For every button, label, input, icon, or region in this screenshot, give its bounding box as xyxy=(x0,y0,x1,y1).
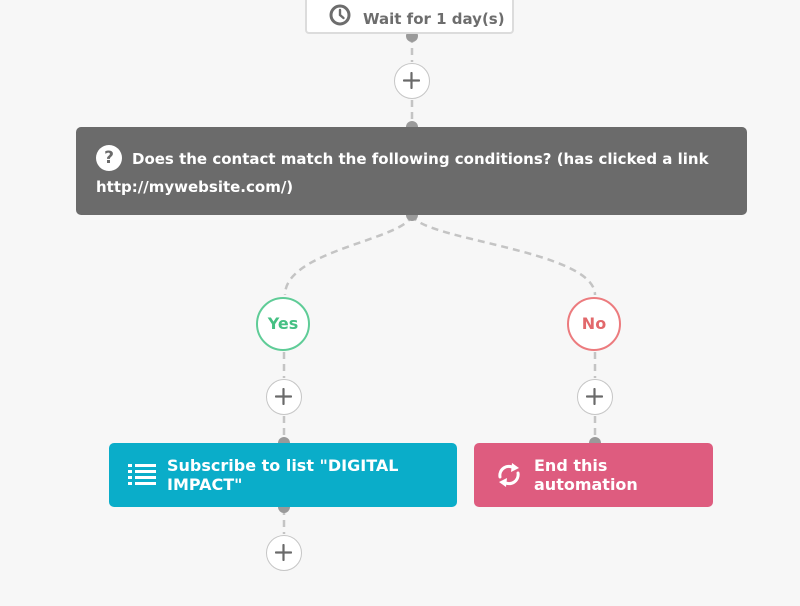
plus-icon xyxy=(275,544,292,561)
end-automation-card[interactable]: End this automation xyxy=(474,443,713,507)
plus-icon xyxy=(275,388,292,405)
branch-no-badge: No xyxy=(567,297,621,351)
add-step-no-button[interactable] xyxy=(577,379,613,415)
wait-step-label: Wait for 1 day(s) xyxy=(363,10,505,28)
condition-step-text: Does the contact match the following con… xyxy=(96,150,709,196)
list-icon xyxy=(128,464,156,485)
plus-icon xyxy=(586,388,603,405)
branch-yes-badge: Yes xyxy=(256,297,310,351)
question-icon: ? xyxy=(96,144,122,171)
add-step-yes-button[interactable] xyxy=(266,379,302,415)
refresh-icon xyxy=(498,463,520,487)
add-step-button[interactable] xyxy=(394,63,430,99)
clock-icon xyxy=(329,4,351,26)
subscribe-action-label: Subscribe to list "DIGITAL IMPACT" xyxy=(167,456,399,494)
subscribe-action-card[interactable]: Subscribe to list "DIGITAL IMPACT" xyxy=(109,443,457,507)
condition-step-card[interactable]: ?Does the contact match the following co… xyxy=(76,127,747,215)
add-step-after-subscribe-button[interactable] xyxy=(266,535,302,571)
plus-icon xyxy=(403,72,420,89)
wait-step-card[interactable]: Wait for 1 day(s) xyxy=(305,0,514,34)
end-automation-label: End this automation xyxy=(534,456,638,494)
